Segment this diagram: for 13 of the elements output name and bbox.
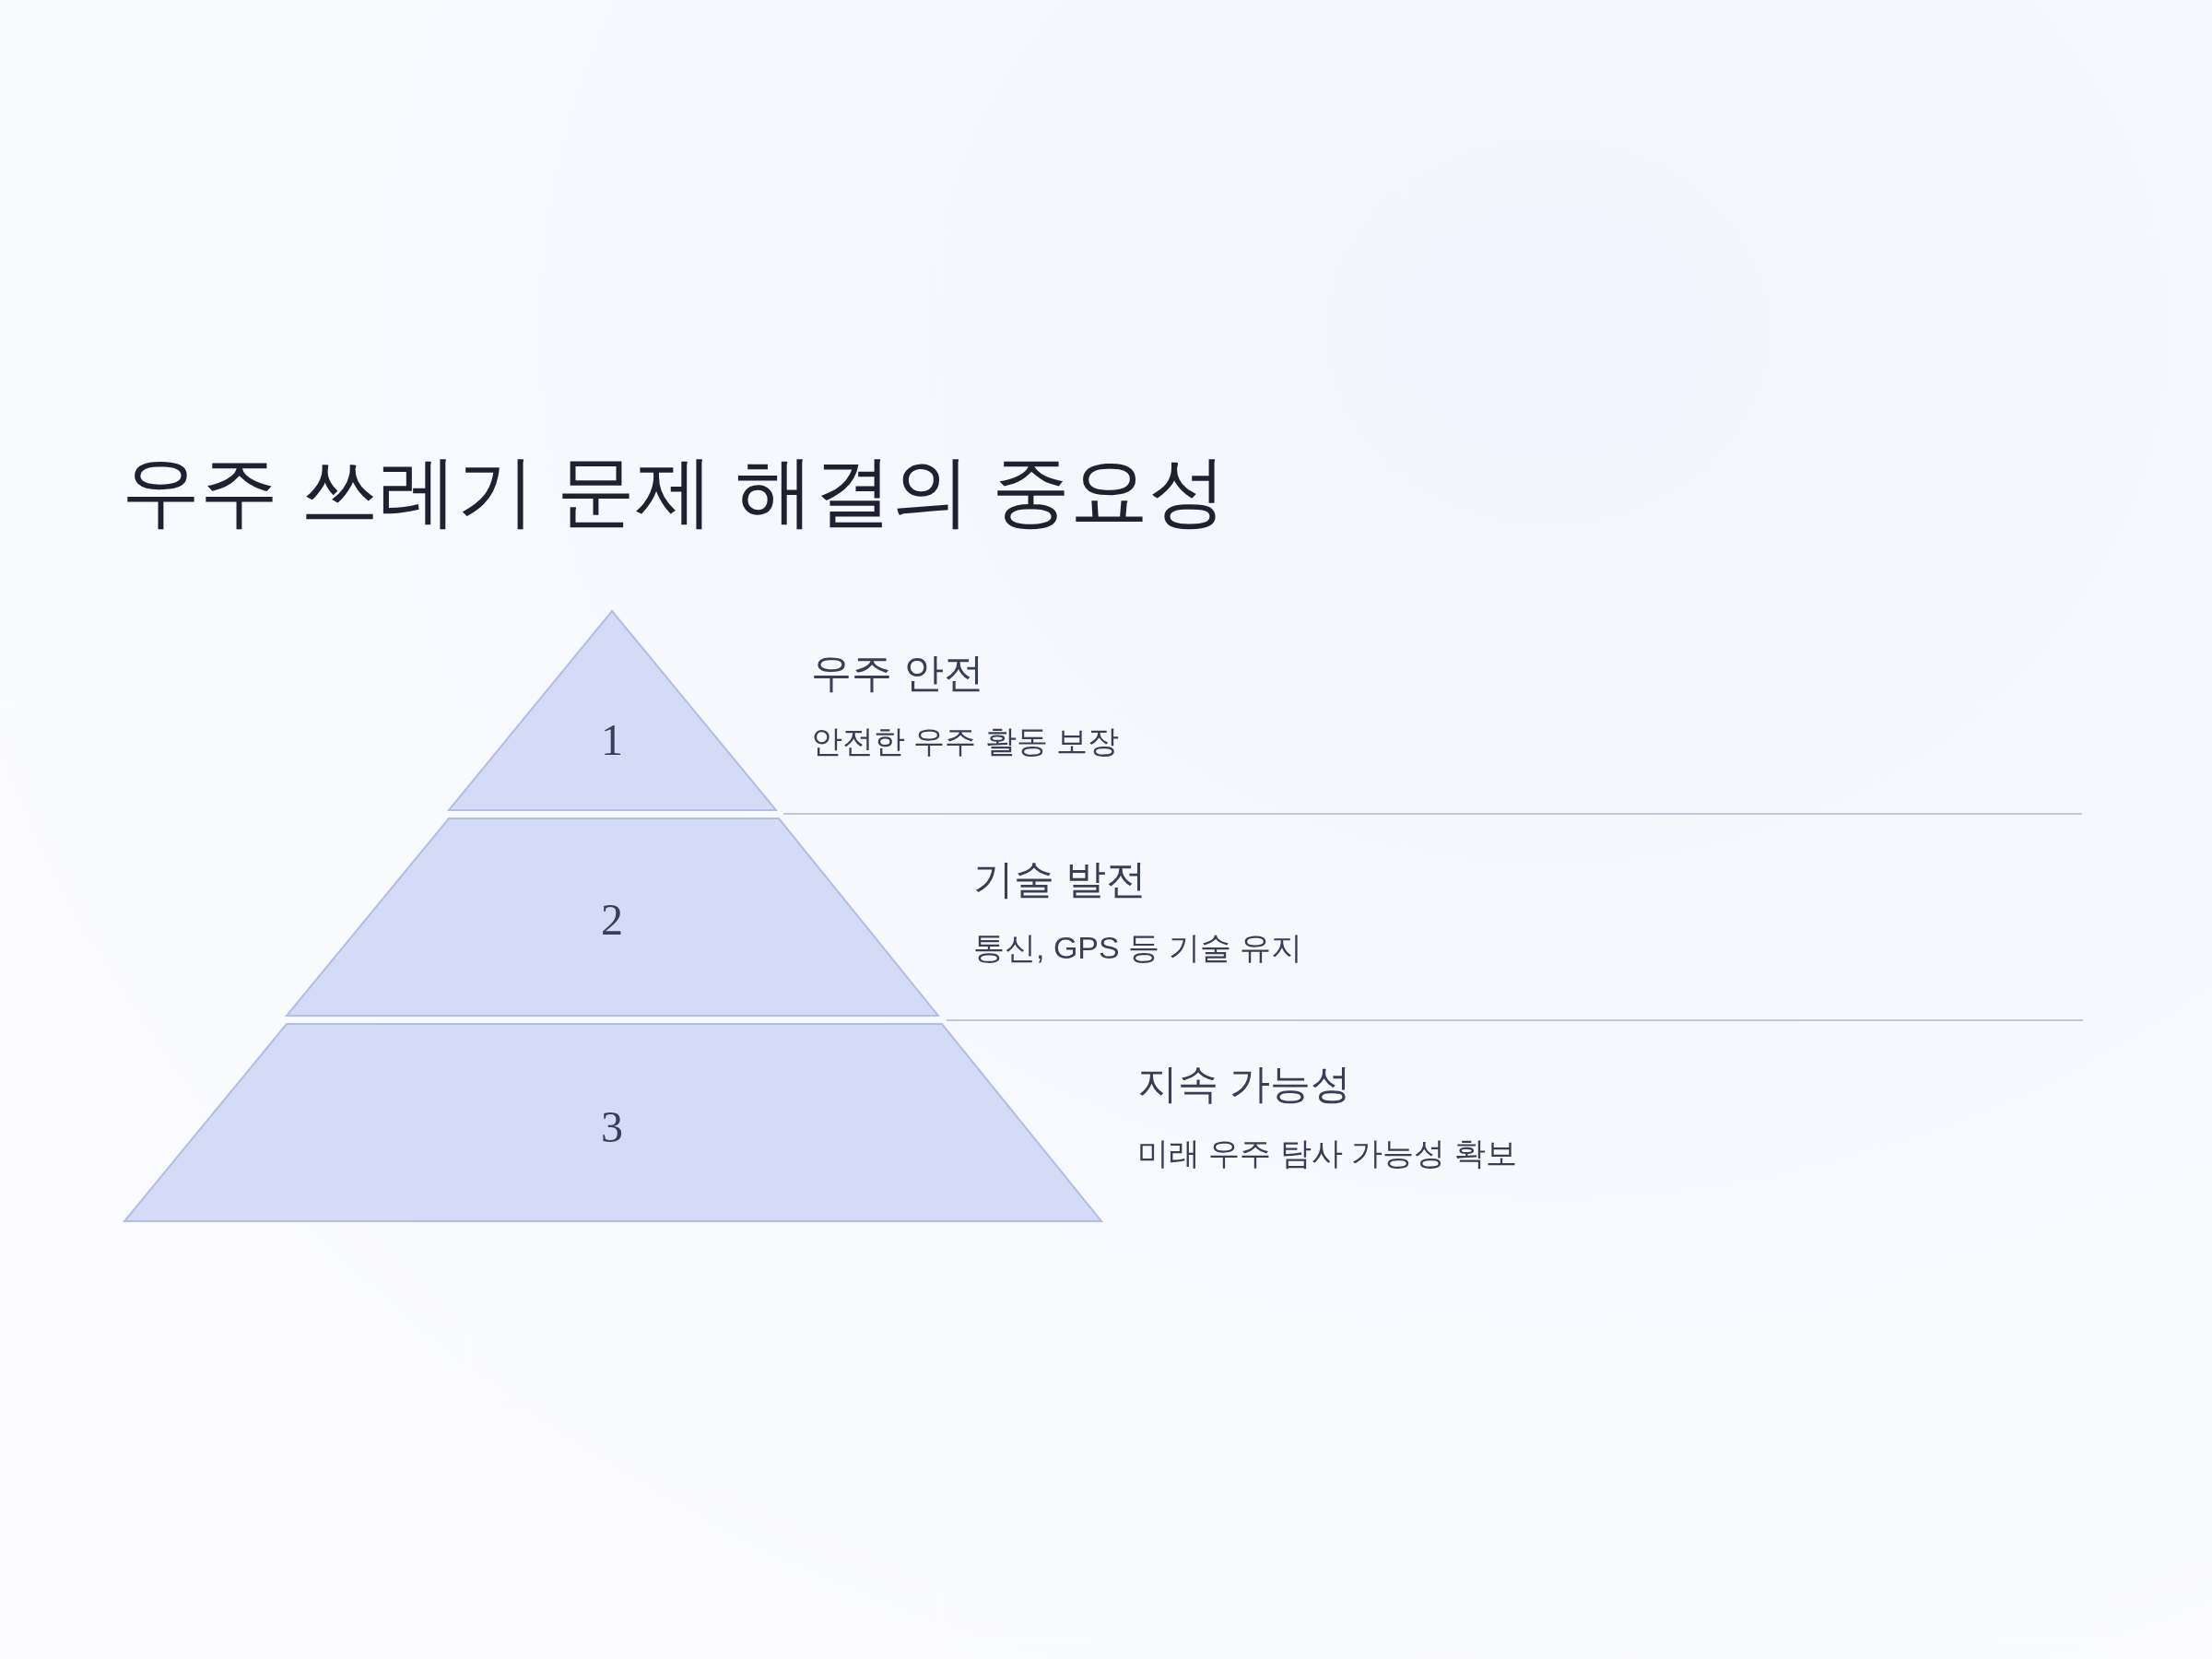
tier-number: 1 [601,718,623,762]
tier-description: 통신, GPS 등 기술 유지 [973,929,1303,967]
tier-heading: 우주 안전 [811,649,985,697]
tier-description: 안전한 우주 활동 보장 [811,723,1120,760]
tier-description: 미래 우주 탐사 가능성 확보 [1137,1135,1517,1172]
tier-number: 2 [601,898,623,942]
pyramid-tier [449,611,776,810]
tier-heading: 지속 가능성 [1137,1060,1352,1108]
title: 우주 쓰레기 문제 해결의 중요성 [122,446,1228,536]
pyramid-tier [124,1024,1101,1221]
tier-heading: 기술 발전 [973,855,1147,903]
tier-number: 3 [601,1105,623,1149]
pyramid-tier [287,818,938,1016]
